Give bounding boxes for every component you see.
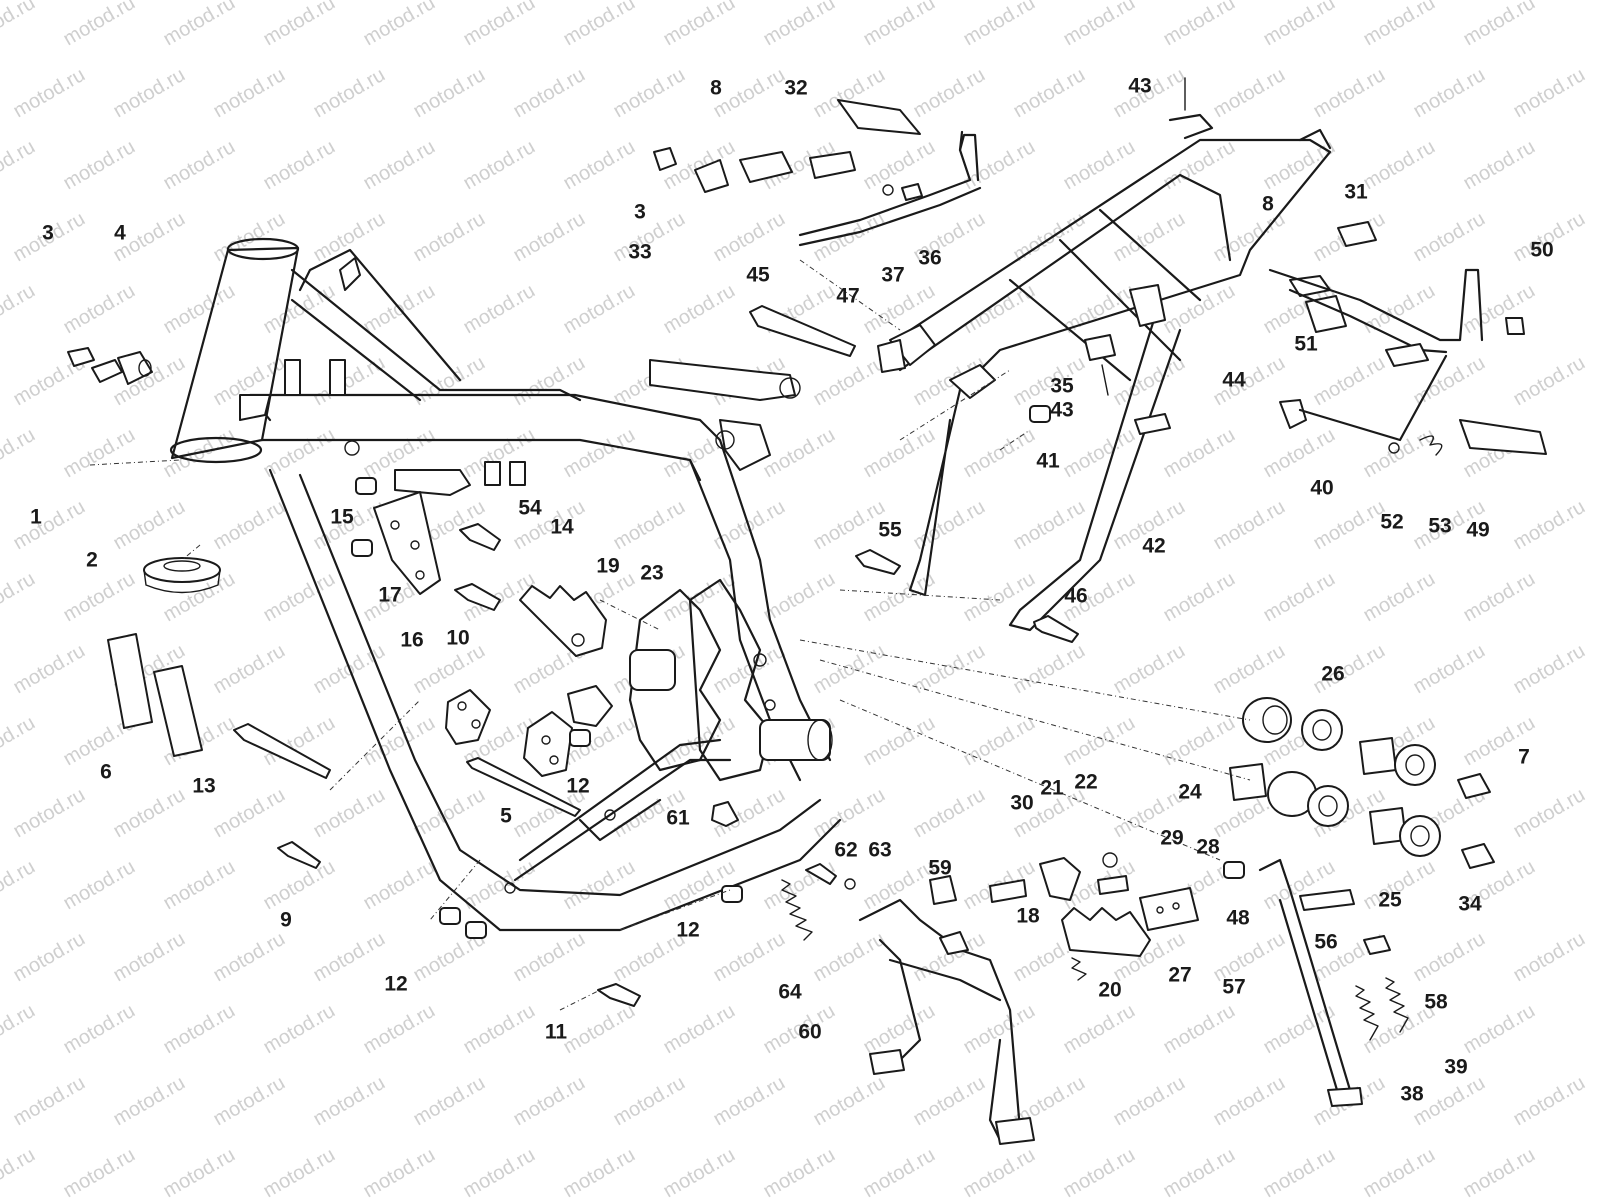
rear-subframe [878,77,1332,632]
callout-60: 60 [798,1020,822,1044]
nuts [351,405,1245,939]
callout-12: 12 [566,774,590,798]
callout-35: 35 [1050,374,1074,398]
side-stand [1258,858,1391,1107]
rubber-pads [107,633,203,757]
pivot-bushings [1229,697,1495,869]
callout-62: 62 [834,838,858,862]
callout-3: 3 [42,221,54,245]
callout-46: 46 [1064,584,1088,608]
callout-63: 63 [868,838,892,862]
callout-6: 6 [100,760,112,784]
pivot-bolt [749,305,906,373]
callout-30: 30 [1010,791,1034,815]
callout-21: 21 [1040,776,1064,800]
rider-footrest-right [989,852,1199,957]
callout-33: 33 [628,240,652,264]
callout-51: 51 [1294,332,1318,356]
head-bearing [143,557,221,594]
callout-28: 28 [1196,835,1220,859]
callout-3-secondary: 3 [634,200,646,224]
callout-15: 15 [330,505,354,529]
callout-27: 27 [1168,963,1192,987]
callout-16: 16 [400,628,424,652]
callout-57: 57 [1222,975,1246,999]
callout-41: 41 [1036,449,1060,473]
callout-55: 55 [878,518,902,542]
callout-58: 58 [1424,990,1448,1014]
bolts-right [805,549,1079,955]
callout-8-secondary: 8 [1262,192,1274,216]
callout-48: 48 [1226,906,1250,930]
callout-45: 45 [746,263,770,287]
callout-20: 20 [1098,978,1122,1002]
callout-5: 5 [500,804,512,828]
pillion-footrest-left [653,99,982,247]
callout-29: 29 [1160,826,1184,850]
callout-36: 36 [918,246,942,270]
callout-26: 26 [1321,662,1345,686]
callout-39: 39 [1444,1055,1468,1079]
callout-43-secondary: 43 [1050,398,1074,422]
callout-25: 25 [1378,888,1402,912]
main-frame [169,237,842,932]
callout-42: 42 [1142,534,1166,558]
callout-14: 14 [550,515,574,539]
callout-52: 52 [1380,510,1404,534]
callout-47: 47 [836,284,860,308]
callout-19: 19 [596,554,620,578]
callout-18: 18 [1016,904,1040,928]
springs [781,879,1409,1041]
callout-22: 22 [1074,770,1098,794]
callout-44: 44 [1222,368,1246,392]
callout-12-secondary: 12 [676,918,700,942]
callout-11: 11 [544,1020,568,1044]
lock-set [67,347,153,385]
callout-1: 1 [30,505,42,529]
pillion-footrest-right [1268,221,1547,456]
callout-50: 50 [1530,238,1554,262]
callout-59: 59 [928,856,952,880]
callout-53: 53 [1428,514,1452,538]
callout-24: 24 [1178,780,1202,804]
callout-23: 23 [640,561,664,585]
callout-54: 54 [518,496,542,520]
callout-43: 43 [1128,74,1152,98]
mount-plates [373,491,613,777]
callout-40: 40 [1310,476,1334,500]
callout-4: 4 [114,221,126,245]
leader-lines [89,259,1251,1011]
callout-34: 34 [1458,892,1482,916]
callout-10: 10 [446,626,470,650]
center-stand [858,875,1035,1145]
callout-13: 13 [192,774,216,798]
callout-38: 38 [1400,1082,1424,1106]
callout-12-tertiary: 12 [384,972,408,996]
callout-17: 17 [378,583,402,607]
callout-8: 8 [710,76,722,100]
callout-9: 9 [280,908,292,932]
footrest-left [519,585,607,657]
callout-2: 2 [86,548,98,572]
callout-31: 31 [1344,180,1368,204]
callout-7: 7 [1518,745,1530,769]
callout-37: 37 [881,263,905,287]
callout-49: 49 [1466,518,1490,542]
callout-64: 64 [778,980,802,1004]
callout-61: 61 [666,806,690,830]
callout-32: 32 [784,76,808,100]
callout-56: 56 [1314,930,1338,954]
bolts-left [233,523,739,1007]
